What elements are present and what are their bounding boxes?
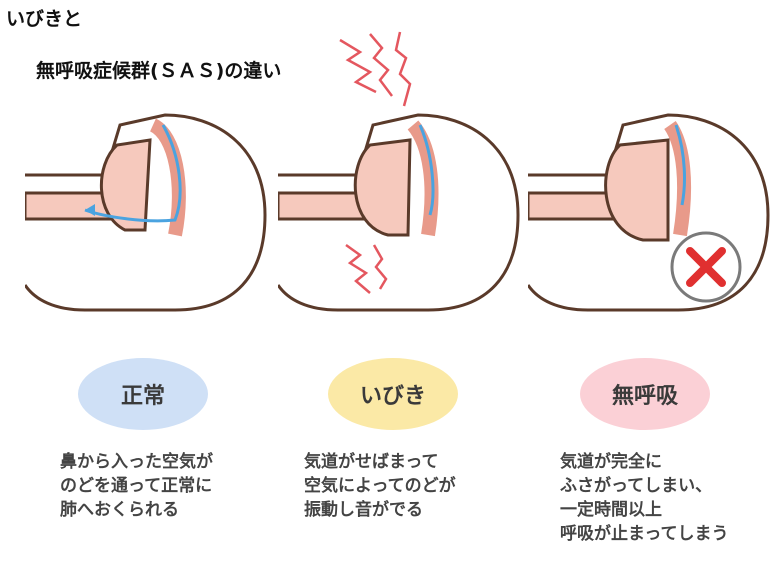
description-line: 呼吸が止まってしまう <box>560 524 729 544</box>
description-snoring: 気道がせばまって 空気によってのどが 振動し音がでる <box>304 450 456 522</box>
label-apnea: 無呼吸 <box>580 358 710 430</box>
normal-airway-illustration <box>25 113 267 312</box>
label-normal: 正常 <box>78 358 208 430</box>
description-line: 振動し音がでる <box>304 500 423 520</box>
description-line: 一定時間以上 <box>560 500 662 520</box>
snore-vibration-top-icon <box>339 31 412 107</box>
x-mark-icon <box>686 247 726 287</box>
description-line: 空気によってのどが <box>304 476 456 496</box>
snoring-airway-illustration <box>278 113 520 312</box>
description-normal: 鼻から入った空気が のどを通って正常に 肺へおくられる <box>60 450 213 522</box>
description-line: のどを通って正常に <box>60 476 213 496</box>
title-line-2: 無呼吸症候群(ＳＡＳ)の違い <box>36 60 282 82</box>
description-apnea: 気道が完全に ふさがってしまい、 一定時間以上 呼吸が止まってしまう <box>560 450 728 546</box>
apnea-airway-illustration <box>528 113 770 312</box>
description-line: 肺へおくられる <box>60 500 179 520</box>
description-line: 気道が完全に <box>560 452 662 472</box>
label-snoring: いびき <box>328 358 458 430</box>
description-line: 気道がせばまって <box>304 452 439 472</box>
title-line-1: いびきと <box>6 8 83 30</box>
description-line: ふさがってしまい、 <box>560 476 713 496</box>
description-line: 鼻から入った空気が <box>60 452 213 472</box>
